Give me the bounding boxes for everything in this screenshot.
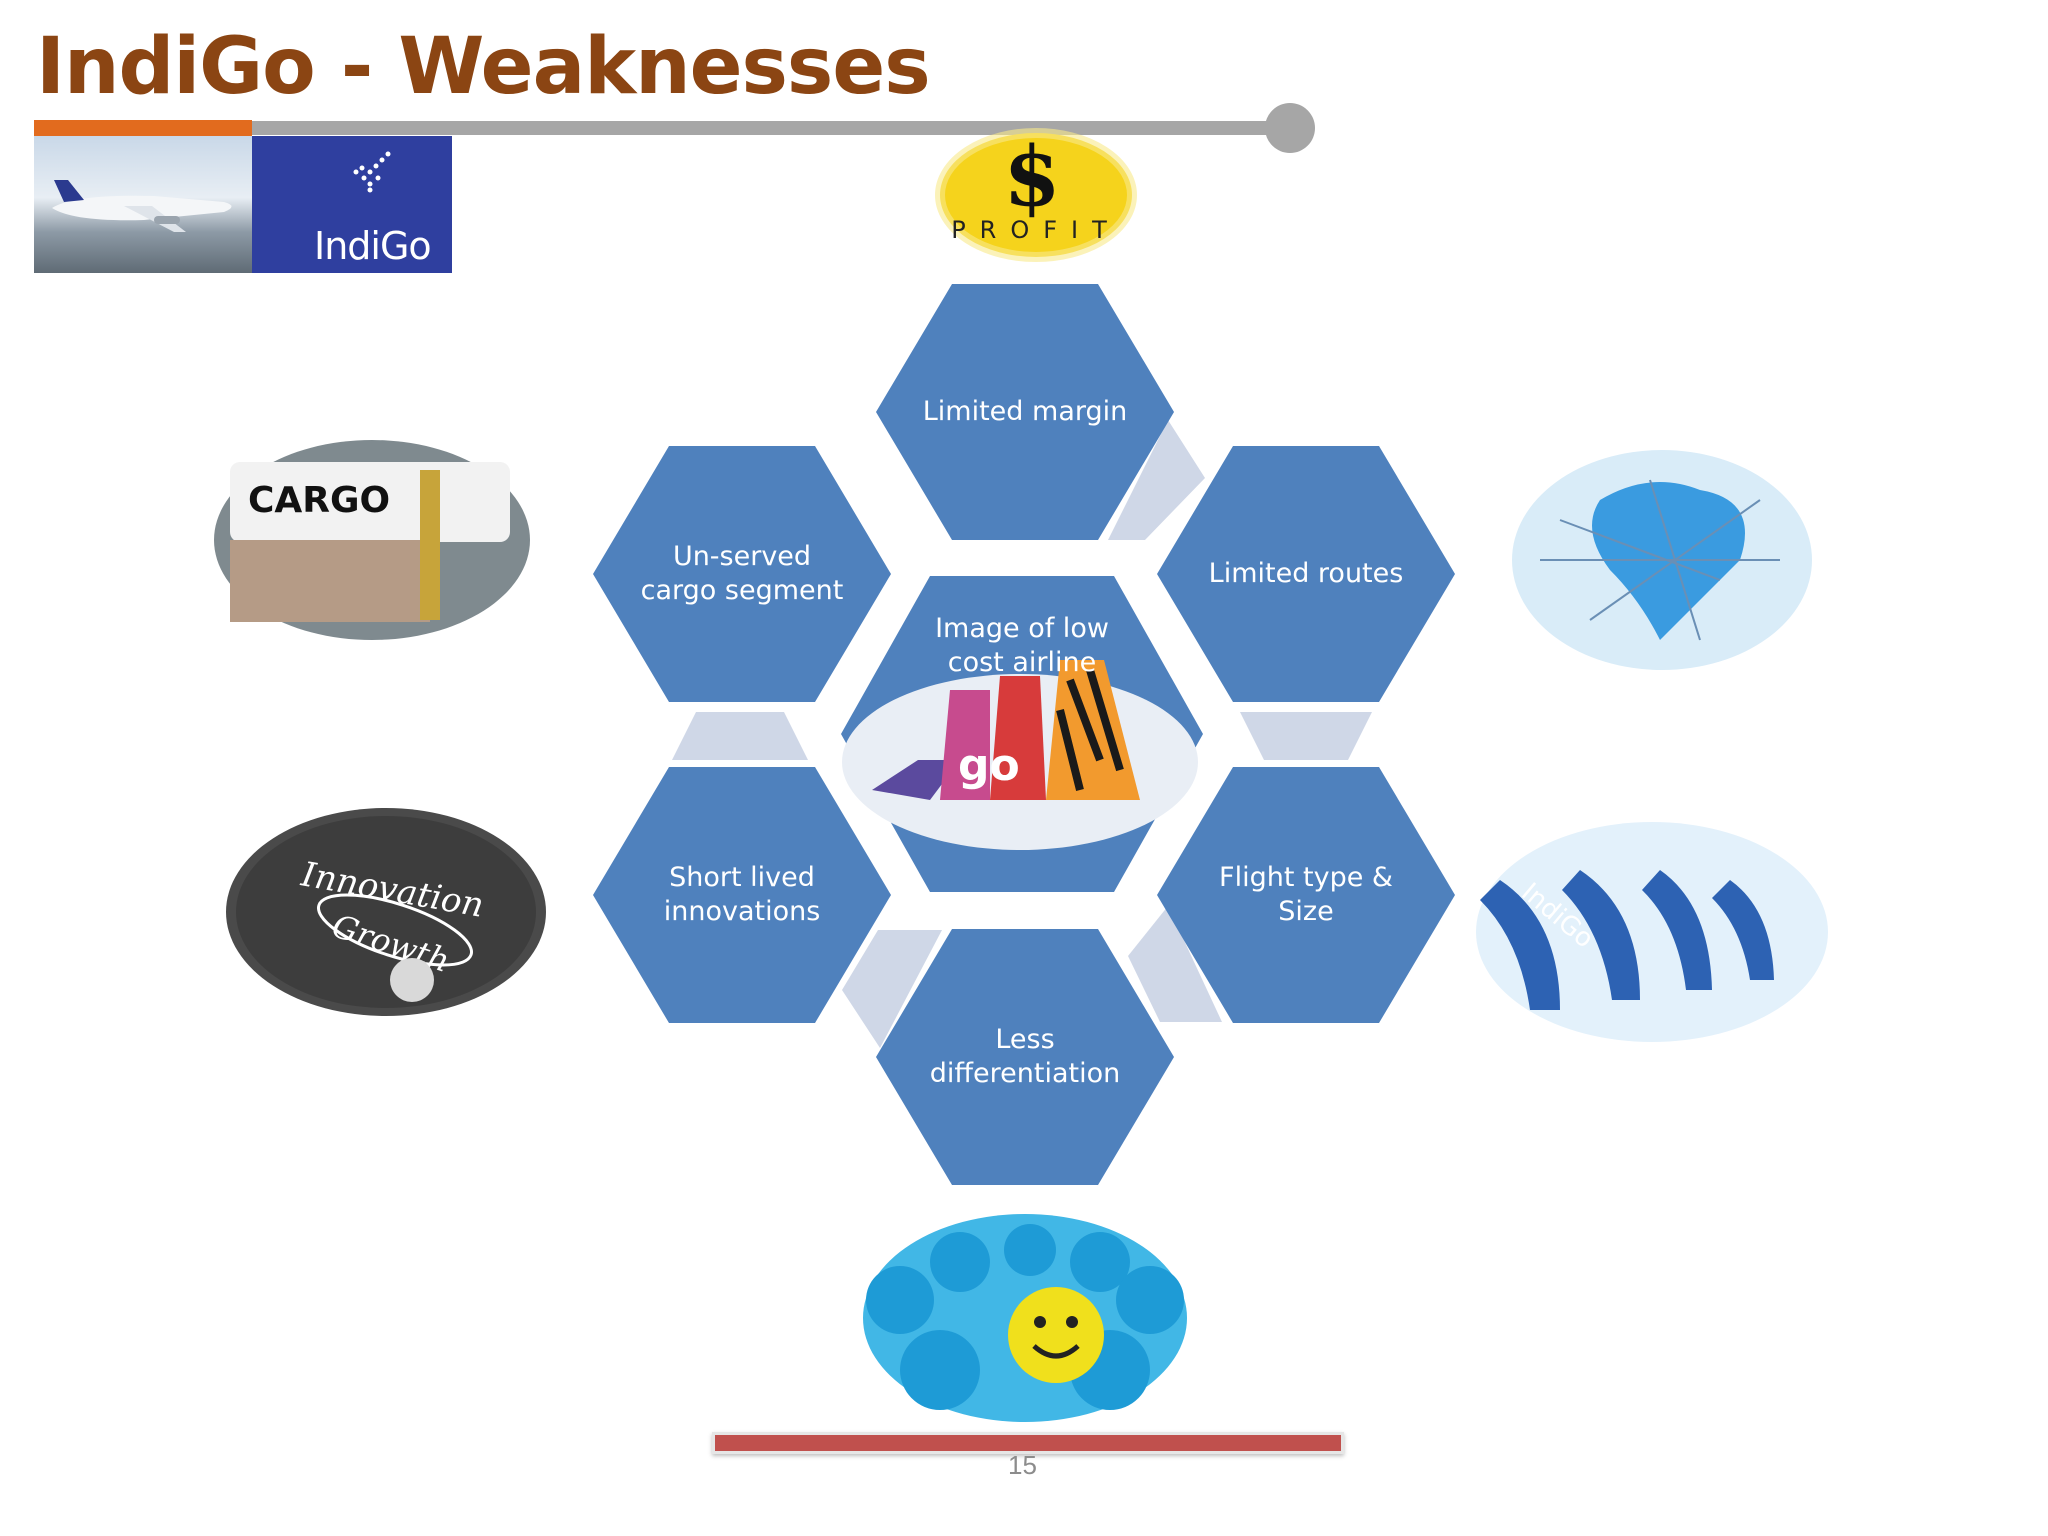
smiley-faces-image	[863, 1214, 1187, 1422]
hexagon-label-bottom: Less differentiation	[929, 1024, 1121, 1089]
connector-lower-left	[842, 930, 942, 1048]
slide-title: IndiGo - Weaknesses	[36, 22, 931, 112]
hexagon-bottom	[876, 929, 1174, 1185]
profit-text: PROFIT	[951, 216, 1121, 244]
logo-text: IndiGo	[314, 224, 432, 268]
connector-left	[672, 712, 808, 760]
connector-lower-right	[1128, 906, 1222, 1022]
connector-top-right	[1108, 420, 1205, 540]
go-tail-text: go	[958, 740, 1020, 791]
hexagon-label-center: Image of low cost airline	[935, 613, 1109, 678]
hexagon-upper-left	[593, 446, 891, 702]
page-number: 15	[1008, 1450, 1037, 1480]
connector-right	[1240, 712, 1372, 760]
hexagon-label-lower-left: Short lived innovations	[663, 862, 821, 927]
hexagon-label-upper-right: Limited routes	[1208, 558, 1404, 589]
profit-image: $ PROFIT	[935, 128, 1137, 262]
cargo-image: CARGO	[214, 440, 530, 640]
hexagon-lower-right	[1157, 767, 1455, 1023]
hexagon-lower-left	[593, 767, 891, 1023]
title-rule-knob	[1265, 103, 1315, 153]
indigo-fleet-image: IndiGo	[1476, 822, 1828, 1042]
hexagon-upper-right	[1157, 446, 1455, 702]
hexagon-label-top: Limited margin	[922, 396, 1128, 427]
innovation-growth-image: Innovation Growth	[226, 808, 546, 1016]
hexagon-label-upper-left: Un-served cargo segment	[640, 541, 844, 606]
indigo-logo-block: IndiGo	[34, 136, 452, 273]
hexagon-label-lower-right: Flight type & Size	[1219, 862, 1393, 927]
hexagon-top	[876, 284, 1174, 540]
footer-bar	[712, 1432, 1344, 1454]
airplane-photo	[34, 136, 252, 273]
india-map-image	[1512, 450, 1812, 670]
brand-panel: IndiGo	[252, 136, 452, 273]
dollar-icon: $	[1003, 129, 1060, 225]
plane-dots-icon	[353, 151, 391, 193]
cargo-text: CARGO	[248, 480, 390, 521]
airline-tails-image: go	[842, 660, 1198, 850]
title-accent-bar	[34, 120, 252, 136]
